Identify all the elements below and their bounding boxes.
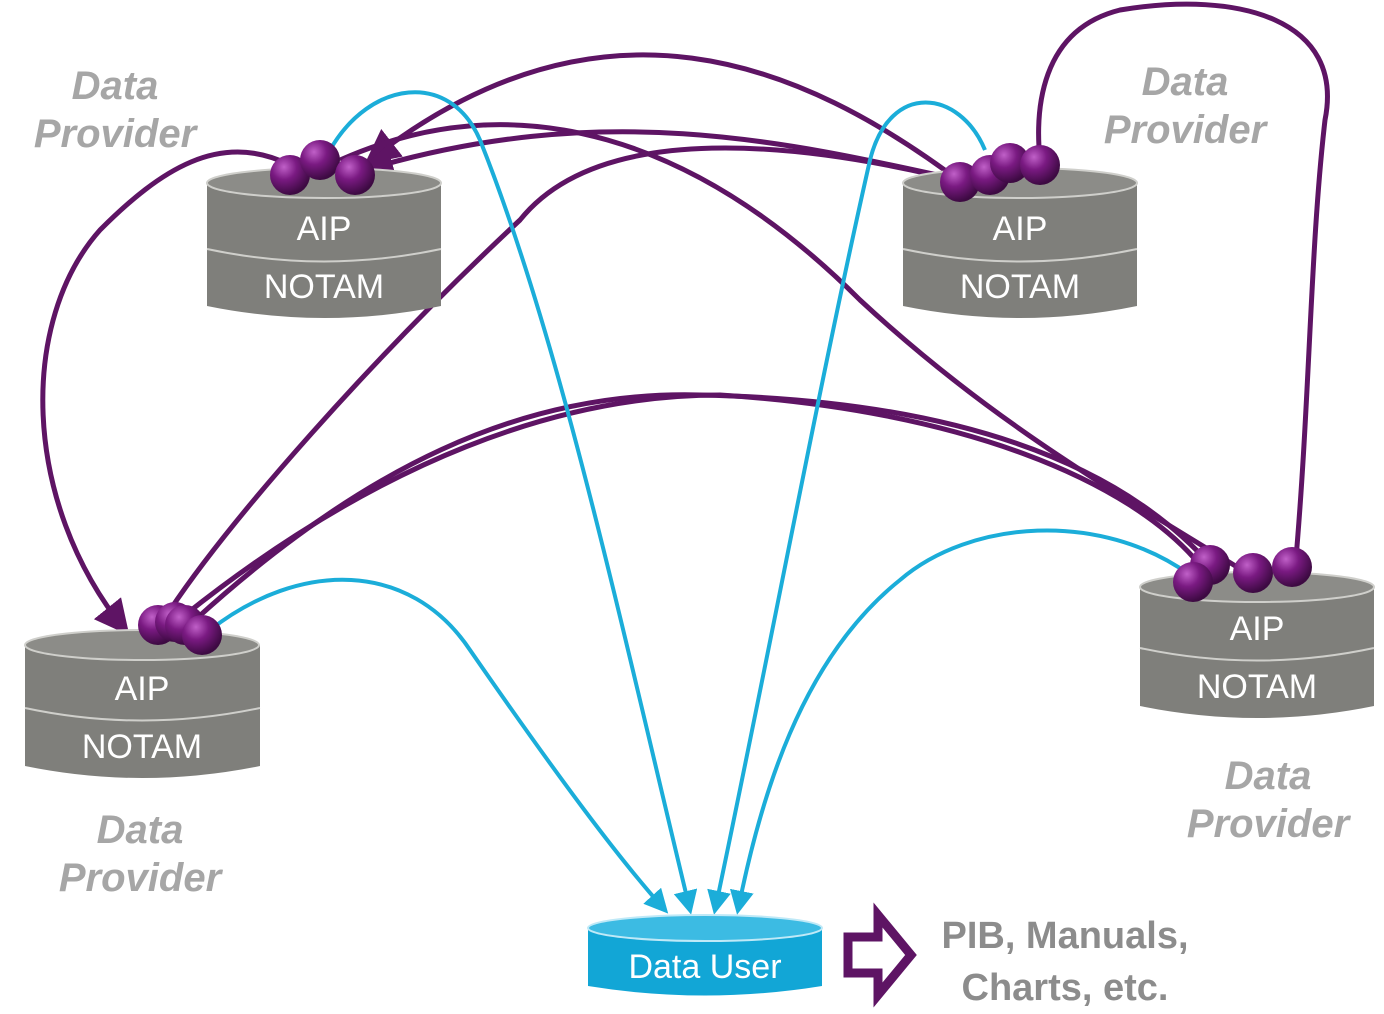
output-products-line1: PIB, Manuals,	[941, 915, 1189, 957]
output-products-line2: Charts, etc.	[961, 967, 1169, 1009]
output-arrow-icon	[843, 902, 917, 1008]
data-user-label: Data User	[628, 948, 781, 986]
user-links	[208, 90, 1192, 915]
db-top-left-notam: NOTAM	[264, 268, 384, 306]
caption-bottom-left: Data Provider	[40, 806, 240, 902]
provider-links	[40, 1, 1330, 636]
caption-bottom-right-line1: Data	[1224, 754, 1312, 798]
caption-top-right-line1: Data	[1141, 60, 1229, 104]
link-tr-to-bl	[167, 145, 976, 612]
caption-bottom-right: Data Provider	[1168, 752, 1368, 848]
db-top-right-aip: AIP	[993, 210, 1048, 248]
link-tl-to-br	[338, 122, 1252, 578]
node-cluster-bottom-right	[1173, 545, 1312, 602]
caption-bottom-right-line2: Provider	[1186, 802, 1350, 846]
database-top-left: AIP NOTAM	[206, 167, 442, 318]
database-top-right: AIP NOTAM	[902, 167, 1138, 318]
node-cluster-top-left	[270, 140, 375, 195]
db-bottom-right-aip: AIP	[1230, 610, 1285, 648]
db-top-left-aip: AIP	[297, 210, 352, 248]
db-bottom-left-notam: NOTAM	[82, 728, 202, 766]
node-cluster-top-right	[940, 143, 1060, 202]
db-bottom-right-notam: NOTAM	[1197, 668, 1317, 706]
caption-bottom-left-line2: Provider	[58, 856, 222, 900]
link-bl-to-br-2	[183, 392, 1202, 617]
db-bottom-left-aip: AIP	[115, 670, 170, 708]
caption-top-left: Data Provider	[20, 62, 210, 158]
link-bl-to-br	[193, 392, 1217, 622]
db-top-right-notam: NOTAM	[960, 268, 1080, 306]
link-br-to-tr	[1036, 1, 1330, 571]
node-cluster-bottom-left	[138, 602, 222, 655]
data-user-database: Data User	[587, 914, 823, 996]
database-bottom-right: AIP NOTAM	[1139, 571, 1375, 718]
caption-top-right-line2: Provider	[1103, 108, 1267, 152]
caption-top-left-line2: Provider	[33, 112, 197, 156]
user-link-tl	[328, 90, 698, 915]
user-link-br	[730, 528, 1192, 915]
caption-bottom-left-line1: Data	[96, 808, 184, 852]
link-tr-to-tl-upper	[364, 52, 967, 187]
database-bottom-left: AIP NOTAM	[24, 629, 261, 778]
user-link-tr	[707, 100, 987, 915]
link-tl-to-bl	[40, 149, 292, 636]
user-link-bl	[208, 577, 669, 914]
caption-top-left-line1: Data	[71, 64, 159, 108]
caption-top-right: Data Provider	[1080, 58, 1290, 154]
output-products: PIB, Manuals, Charts, etc.	[900, 910, 1230, 1014]
